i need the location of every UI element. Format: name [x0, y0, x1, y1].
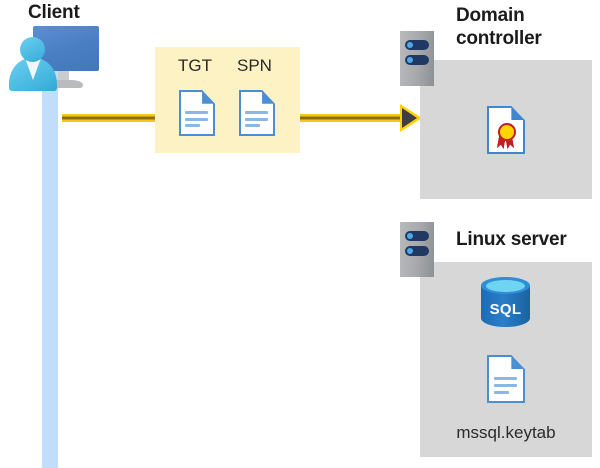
tgt-label: TGT [178, 56, 212, 75]
server-led [407, 42, 413, 48]
domain-controller-title-line1: Domain [456, 5, 525, 26]
server-slot [405, 246, 429, 256]
server-slot [405, 231, 429, 241]
server-slot [405, 40, 429, 50]
document-line [245, 117, 268, 121]
server-slot [405, 55, 429, 65]
certificate-seal [497, 123, 516, 142]
monitor-base [46, 80, 83, 88]
document-line [493, 390, 510, 394]
keytab-filename-label: mssql.keytab [456, 423, 556, 442]
linux-server-rack-icon [400, 222, 434, 277]
arrow-line-segment-right [295, 114, 405, 122]
document-line [185, 124, 200, 128]
document-fold [262, 90, 275, 104]
domain-controller-title: Domain controller [456, 4, 596, 50]
server-led [407, 57, 413, 63]
monitor-neck [58, 71, 69, 81]
sql-database-label: SQL [489, 301, 522, 318]
server-led [407, 248, 413, 254]
document-fold [202, 90, 215, 104]
database-cylinder-top-inner [486, 280, 525, 292]
document-line [185, 117, 208, 121]
document-line [245, 111, 268, 115]
ticket-highlight-panel [155, 47, 300, 153]
spn-label: SPN [237, 56, 272, 75]
document-line [493, 383, 518, 387]
document-line [245, 124, 260, 128]
document-line [185, 111, 208, 115]
document-fold [511, 355, 525, 370]
document-line [493, 377, 518, 381]
certificate-document-icon [487, 106, 525, 154]
person-head [20, 37, 45, 62]
domain-controller-server-rack-icon [400, 31, 434, 86]
client-lifeline-bar [42, 62, 58, 468]
spn-document-icon [239, 90, 275, 136]
domain-controller-title-line2: controller [456, 28, 542, 49]
tgt-document-icon [179, 90, 215, 136]
server-led [407, 233, 413, 239]
arrow-line-segment-left [62, 114, 160, 122]
client-user-monitor-icon [8, 25, 100, 91]
keytab-document-icon [487, 355, 525, 403]
sql-database-icon: SQL [481, 277, 530, 332]
document-fold [511, 106, 525, 121]
linux-server-title: Linux server [456, 229, 567, 250]
client-label: Client [28, 2, 80, 23]
